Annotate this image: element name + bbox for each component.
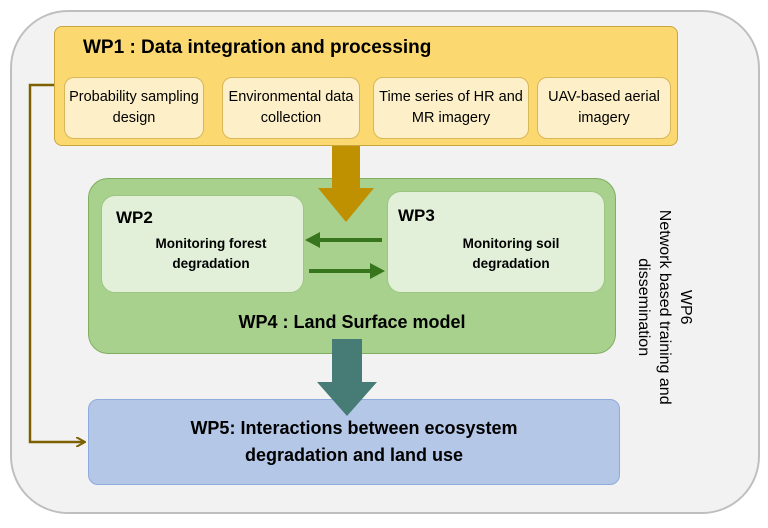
wp1-item-label: Time series of HR and MR imagery	[379, 88, 523, 126]
wp3-subtitle: Monitoring soil degradation	[462, 236, 560, 272]
wp1-item-label: UAV-based aerial imagery	[548, 88, 660, 126]
wp3-to-wp2-arrow	[305, 232, 382, 248]
wp5-box: WP5: Interactions between ecosystem degr…	[88, 399, 620, 485]
wp2-box: WP2 Monitoring forest degradation	[101, 195, 304, 293]
wp1-item-label: Probability sampling design	[69, 88, 199, 126]
wp4-title: WP4 : Land Surface model	[238, 312, 466, 332]
wp2-subtitle: Monitoring forest degradation	[155, 236, 267, 272]
wp2-title: WP2	[116, 208, 153, 227]
wp5-title: WP5: Interactions between ecosystem degr…	[190, 418, 518, 465]
wp1-item-sampling-design: Probability sampling design	[64, 77, 204, 139]
wp1-to-wp4-arrow	[318, 146, 374, 222]
wp2-to-wp3-arrow	[309, 263, 385, 279]
wp4-to-wp5-arrow	[317, 339, 377, 416]
wp3-title: WP3	[398, 206, 435, 225]
wp1-item-environmental-data: Environmental data collection	[222, 77, 360, 139]
wp1-item-uav-imagery: UAV-based aerial imagery	[537, 77, 671, 139]
wp1-item-label: Environmental data collection	[228, 88, 354, 126]
wp3-box: WP3 Monitoring soil degradation	[387, 191, 605, 293]
wp1-to-wp5-connector	[28, 83, 84, 442]
wp1-box: WP1 : Data integration and processing Pr…	[54, 26, 678, 146]
wp1-title: WP1 : Data integration and processing	[83, 37, 432, 58]
wp1-item-time-series-imagery: Time series of HR and MR imagery	[373, 77, 529, 139]
